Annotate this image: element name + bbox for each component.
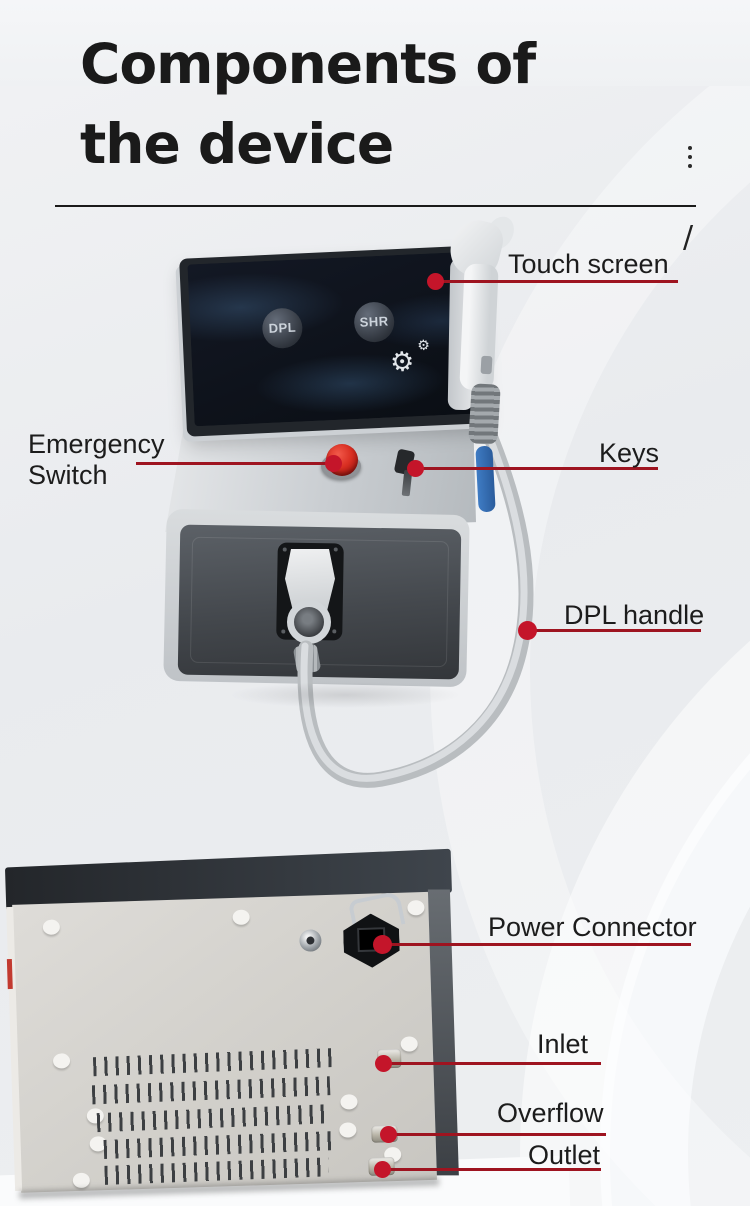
callout-label: DPL handle: [564, 600, 705, 630]
callout-label: Touch screen: [508, 249, 669, 279]
callout-line: [416, 467, 658, 470]
callout-dot: [374, 1161, 391, 1178]
callout-line: [136, 462, 334, 465]
callout-dot: [380, 1126, 397, 1143]
callout-dot: [325, 455, 342, 472]
device-back-photo: [3, 848, 465, 1199]
callout-line: [383, 1168, 601, 1171]
screen-dpl-button: DPL: [261, 307, 304, 350]
back-panel-red-sticker: [6, 958, 13, 990]
page-title-line1: Components of: [80, 32, 536, 96]
callout-label: Keys: [599, 438, 660, 468]
settings-gear-small-icon: ⚙: [416, 337, 431, 355]
callout-label-line1: Emergency: [28, 429, 165, 459]
kebab-menu-icon: [688, 146, 692, 168]
title-divider-line: [55, 205, 696, 207]
callout-line: [383, 943, 691, 946]
callout-dot: [407, 460, 424, 477]
callout-dot: [373, 935, 392, 954]
dpl-handle-slot: [480, 355, 493, 375]
callout-dot: [375, 1055, 392, 1072]
handpiece-aperture: [287, 600, 331, 644]
page-title: Components of the device: [80, 24, 680, 184]
slash-mark: /: [683, 220, 694, 255]
kebab-dot: [688, 164, 692, 168]
kebab-dot: [688, 146, 692, 150]
callout-line: [389, 1133, 606, 1136]
cradle-screw: [332, 629, 337, 634]
device-shadow: [230, 682, 460, 708]
callout-dot: [427, 273, 444, 290]
callout-label: Inlet: [537, 1029, 589, 1059]
settings-gear-icon: ⚙: [389, 346, 415, 379]
cradle-screw: [333, 547, 338, 552]
callout-label: Overflow: [497, 1098, 604, 1128]
background-top-band: [0, 0, 750, 86]
callout-dot: [518, 621, 537, 640]
dpl-handle-grip: [468, 383, 501, 445]
callout-line: [528, 629, 701, 632]
cradle-screw: [281, 629, 286, 634]
callout-label: Emergency Switch: [28, 429, 165, 491]
handle-clip: [475, 445, 496, 513]
callout-label-line2: Switch: [28, 460, 108, 490]
page-title-line2: the device: [80, 112, 394, 176]
kebab-dot: [688, 155, 692, 159]
callout-label: Power Connector: [488, 912, 697, 942]
callout-label: Outlet: [528, 1140, 601, 1170]
cradle-screw: [282, 547, 287, 552]
callout-line: [384, 1062, 601, 1065]
screen-shr-button: SHR: [353, 301, 396, 343]
callout-line: [435, 280, 678, 283]
hose-collar: [292, 643, 322, 675]
